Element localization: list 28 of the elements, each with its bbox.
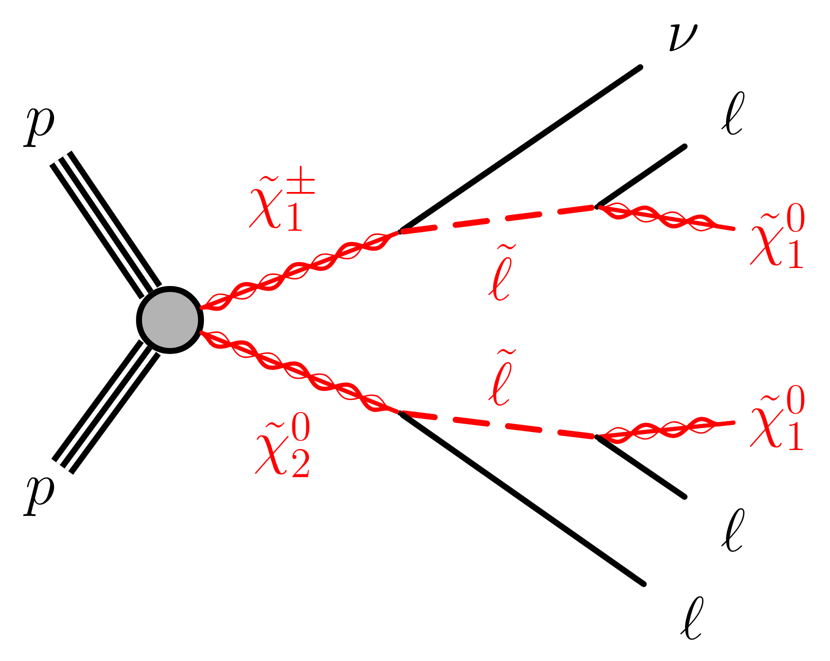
vertex xyxy=(397,410,403,416)
gaugino-line xyxy=(199,330,400,414)
particle-label: $\ell$ xyxy=(721,91,744,135)
particle-line xyxy=(400,412,647,588)
particle-line xyxy=(596,143,688,208)
proton-line xyxy=(49,150,162,300)
particle-label: $\ell$ xyxy=(721,508,744,552)
particle-line xyxy=(596,436,688,500)
gaugino-line xyxy=(200,231,399,311)
particle-label: $p$ xyxy=(23,108,54,147)
interaction-blob xyxy=(136,286,204,354)
gaugino-line xyxy=(598,416,736,444)
particle-label: $\tilde{\chi}_1^0$ xyxy=(750,385,804,450)
proton-line xyxy=(51,339,161,475)
vertex xyxy=(594,434,600,440)
slepton-line xyxy=(400,204,597,235)
vertex xyxy=(594,204,600,210)
particle-label: $\tilde{\chi}_1^0$ xyxy=(750,203,804,268)
particle-label: $\tilde{\ell}$ xyxy=(488,349,516,406)
particle-label: $\ell$ xyxy=(680,596,704,640)
slepton-line xyxy=(400,410,597,440)
vertex xyxy=(397,229,403,235)
particle-label: $\nu$ xyxy=(670,24,698,52)
gaugino-line xyxy=(598,202,736,232)
particle-label: $\tilde{\chi}_1^{\pm}$ xyxy=(248,166,315,231)
particle-label: $p$ xyxy=(23,477,54,516)
particle-label: $\tilde{\ell}$ xyxy=(488,244,516,301)
particle-label: $\tilde{\chi}_2^0$ xyxy=(255,412,310,478)
